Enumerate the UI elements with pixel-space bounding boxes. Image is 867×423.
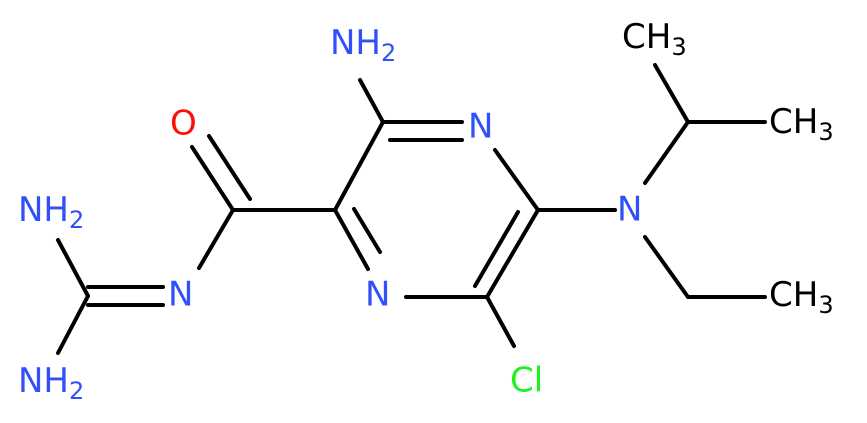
bond-c5-c6 bbox=[485, 208, 540, 299]
bond-c2-c3 bbox=[333, 120, 385, 212]
bond-n-ch bbox=[643, 120, 690, 185]
bond-carbonyl-n bbox=[197, 208, 235, 270]
bond-n1-c2-double bbox=[352, 207, 382, 254]
carbonyl-oxygen-label: O bbox=[170, 104, 197, 144]
amide-nitrogen-label: N bbox=[168, 275, 193, 315]
methyl-ethyl-label: CH3 bbox=[769, 275, 834, 320]
bond-cguan-nh2-top bbox=[56, 238, 90, 298]
bond-cguan-nh2-bottom bbox=[56, 294, 90, 355]
bond-n1-c2 bbox=[333, 208, 370, 271]
bond-carbonyl-o-double bbox=[207, 134, 252, 201]
bonds bbox=[56, 63, 767, 355]
bond-c6-cl bbox=[485, 295, 516, 348]
amino-label: NH2 bbox=[330, 23, 396, 68]
chloro-label: Cl bbox=[510, 361, 543, 401]
bond-c5-c6-double bbox=[473, 210, 520, 288]
bond-c3-nh2 bbox=[358, 78, 385, 124]
ring-nitrogen-top-label: N bbox=[468, 107, 493, 147]
amine-nitrogen-label: N bbox=[617, 190, 642, 230]
methyl-right-label: CH3 bbox=[769, 102, 834, 147]
ring-nitrogen-bottom-label: N bbox=[365, 275, 390, 315]
bond-carbonyl-o bbox=[190, 145, 235, 212]
atom-labels: NH2 N N O N NH2 NH2 N Cl CH3 CH3 CH3 bbox=[18, 17, 834, 406]
methyl-top-label: CH3 bbox=[622, 17, 687, 62]
guanidine-nh2-bottom-label: NH2 bbox=[18, 361, 84, 406]
bond-ch-ch3-top bbox=[653, 63, 690, 124]
guanidine-nh2-top-label: NH2 bbox=[18, 190, 84, 235]
bond-n-ch2 bbox=[643, 235, 690, 299]
bond-n4-c5 bbox=[493, 148, 540, 212]
